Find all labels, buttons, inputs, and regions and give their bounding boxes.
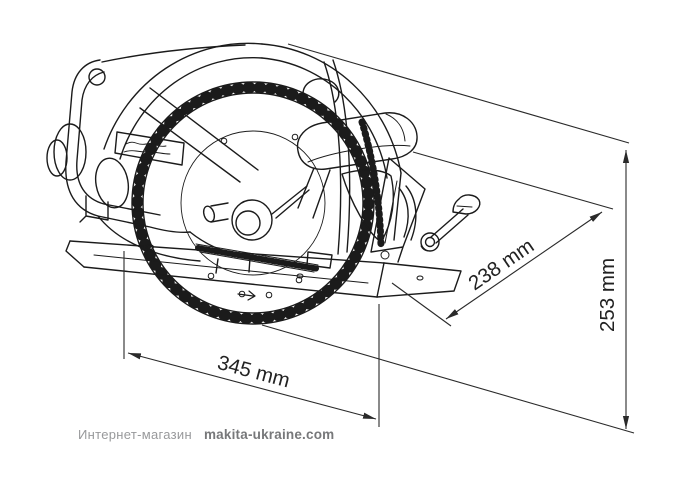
handle-icon — [296, 112, 426, 263]
extension-lines — [123, 43, 635, 434]
rotation-arrow-icon — [237, 290, 256, 301]
dimension-label-height: 253 mm — [596, 258, 619, 332]
dimension-length — [127, 352, 377, 420]
blade-guard-icon — [101, 42, 402, 255]
base-plate-icon — [65, 240, 462, 298]
blade-segments — [132, 82, 374, 324]
site-name: makita-ukraine.com — [203, 427, 335, 442]
dimension-label-width: 238 mm — [464, 234, 538, 295]
depth-lever-icon — [420, 194, 481, 252]
brand-label-icon — [114, 131, 185, 166]
store-label: Интернет-магазин — [78, 427, 192, 442]
saw-blade-icon — [131, 81, 375, 325]
dimension-width — [445, 211, 603, 320]
saw-illustration — [46, 42, 481, 325]
motor-housing-icon — [46, 59, 259, 262]
footer-watermark: Интернет-магазин makita-ukraine.com — [78, 427, 334, 442]
